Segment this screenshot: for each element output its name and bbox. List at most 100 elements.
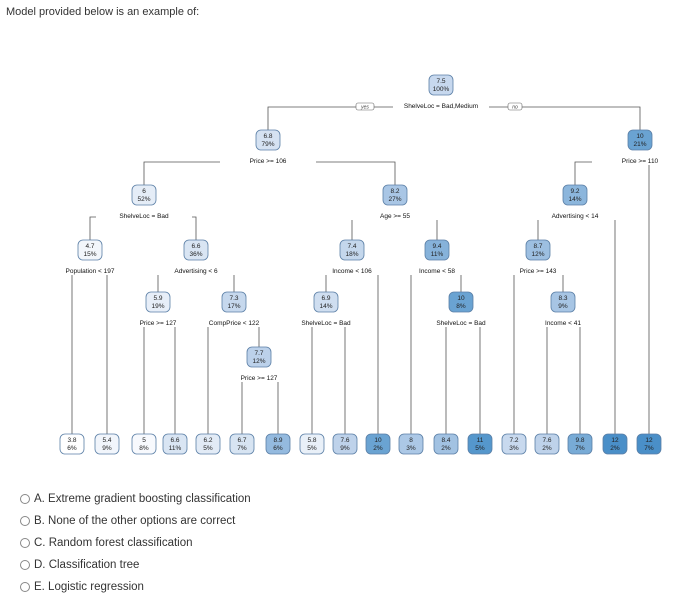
leaf-node-value: 6.2 bbox=[203, 437, 212, 444]
leaf-node-box bbox=[332, 433, 358, 455]
option-c[interactable]: C. Random forest classification bbox=[20, 532, 251, 554]
tree-node-value: 9.2 bbox=[570, 188, 579, 195]
tree-node-box bbox=[448, 291, 474, 313]
option-d[interactable]: D. Classification tree bbox=[20, 554, 251, 576]
leaf-node-value: 6.6 bbox=[170, 437, 179, 444]
leaf-node-box bbox=[501, 433, 527, 455]
leaf-node-box bbox=[229, 433, 255, 455]
split-condition: Price >= 143 bbox=[520, 268, 557, 275]
tree-node-value: 4.7 bbox=[85, 243, 94, 250]
radio-button[interactable] bbox=[20, 516, 30, 526]
tree-node-value: 9.4 bbox=[432, 243, 441, 250]
option-e[interactable]: E. Logistic regression bbox=[20, 576, 251, 598]
option-a[interactable]: A. Extreme gradient boosting classificat… bbox=[20, 488, 251, 510]
leaf-node-box bbox=[467, 433, 493, 455]
tree-node-box bbox=[562, 184, 588, 206]
tree-node-percent: 36% bbox=[189, 251, 202, 258]
split-condition: ShelveLoc = Bad bbox=[301, 320, 351, 327]
leaf-node-box bbox=[433, 433, 459, 455]
tree-node-percent: 11% bbox=[431, 251, 444, 258]
leaf-node-percent: 5% bbox=[203, 445, 213, 452]
leaf-node-value: 11 bbox=[477, 437, 484, 444]
split-label-bg bbox=[413, 318, 509, 327]
tree-node-value: 7.7 bbox=[254, 350, 263, 357]
split-label-bg bbox=[490, 266, 586, 275]
leaf-node-percent: 6% bbox=[273, 445, 283, 452]
tree-edge bbox=[71, 271, 108, 434]
split-condition: Price >= 106 bbox=[250, 158, 287, 165]
tree-node-percent: 14% bbox=[319, 303, 332, 310]
tree-edge bbox=[143, 323, 176, 434]
yes-label: yes bbox=[360, 105, 369, 111]
option-b[interactable]: B. None of the other options are correct bbox=[20, 510, 251, 532]
split-condition: Population < 197 bbox=[66, 268, 115, 275]
leaf-node-value: 12 bbox=[611, 437, 619, 444]
leaf-node-value: 7.6 bbox=[542, 437, 551, 444]
split-label-bg bbox=[389, 266, 485, 275]
split-label-bg bbox=[148, 266, 244, 275]
leaf-node-value: 8.4 bbox=[441, 437, 450, 444]
split-condition: Income < 58 bbox=[419, 268, 455, 275]
option-label: E. Logistic regression bbox=[34, 581, 144, 593]
leaf-node-percent: 8% bbox=[139, 445, 149, 452]
tree-node-box bbox=[221, 291, 247, 313]
leaf-node-percent: 2% bbox=[441, 445, 451, 452]
tree-node-value: 7.3 bbox=[229, 295, 238, 302]
leaf-node-percent: 3% bbox=[509, 445, 519, 452]
split-condition: Price >= 127 bbox=[140, 320, 177, 327]
split-label-bg bbox=[211, 373, 307, 382]
leaf-node-box bbox=[94, 433, 120, 455]
split-label-bg bbox=[304, 266, 400, 275]
tree-node-percent: 27% bbox=[388, 196, 401, 203]
leaf-node-percent: 2% bbox=[610, 445, 620, 452]
no-label: no bbox=[512, 105, 518, 111]
tree-edge bbox=[351, 216, 438, 240]
radio-button[interactable] bbox=[20, 494, 30, 504]
tree-edge bbox=[89, 216, 197, 240]
split-label-bg bbox=[42, 266, 138, 275]
tree-node-percent: 19% bbox=[151, 303, 164, 310]
split-label-bg bbox=[592, 156, 688, 165]
tree-node-percent: 14% bbox=[568, 196, 581, 203]
leaf-node-percent: 2% bbox=[542, 445, 552, 452]
radio-button[interactable] bbox=[20, 560, 30, 570]
split-label-bg bbox=[515, 318, 611, 327]
tree-node-value: 8.2 bbox=[390, 188, 399, 195]
radio-button[interactable] bbox=[20, 582, 30, 592]
leaf-node-value: 8.9 bbox=[273, 437, 282, 444]
leaf-node-box bbox=[398, 433, 424, 455]
tree-node-value: 8.7 bbox=[533, 243, 542, 250]
tree-node-box bbox=[313, 291, 339, 313]
question-text: Model provided below is an example of: bbox=[6, 6, 200, 18]
leaf-node-box bbox=[534, 433, 560, 455]
leaf-node-value: 7.6 bbox=[340, 437, 349, 444]
yes-tag bbox=[355, 102, 375, 111]
leaf-node-box bbox=[567, 433, 593, 455]
leaf-node-value: 5.4 bbox=[102, 437, 111, 444]
split-condition: Age >= 55 bbox=[380, 213, 410, 220]
leaf-node-percent: 7% bbox=[644, 445, 654, 452]
leaf-node-percent: 6% bbox=[67, 445, 77, 452]
leaf-node-value: 9.8 bbox=[575, 437, 584, 444]
split-condition: ShelveLoc = Bad,Medium bbox=[404, 103, 478, 110]
tree-node-percent: 9% bbox=[558, 303, 568, 310]
tree-edge bbox=[445, 323, 481, 434]
split-condition: Income < 41 bbox=[545, 320, 581, 327]
split-condition: Price >= 127 bbox=[241, 375, 278, 382]
leaf-node-value: 12 bbox=[645, 437, 653, 444]
tree-node-percent: 21% bbox=[633, 141, 646, 148]
tree-node-value: 8.3 bbox=[558, 295, 567, 302]
radio-button[interactable] bbox=[20, 538, 30, 548]
answer-options: A. Extreme gradient boosting classificat… bbox=[20, 488, 251, 598]
leaf-node-box bbox=[59, 433, 85, 455]
leaf-node-box bbox=[602, 433, 628, 455]
split-condition: Advertising < 6 bbox=[174, 268, 218, 275]
tree-edge bbox=[143, 161, 396, 185]
tree-node-value: 6.6 bbox=[191, 243, 200, 250]
leaf-node-box bbox=[299, 433, 325, 455]
leaf-node-percent: 9% bbox=[340, 445, 350, 452]
leaf-node-box bbox=[365, 433, 391, 455]
option-label: B. None of the other options are correct bbox=[34, 515, 236, 527]
leaf-node-percent: 5% bbox=[307, 445, 317, 452]
leaf-node-percent: 2% bbox=[373, 445, 383, 452]
